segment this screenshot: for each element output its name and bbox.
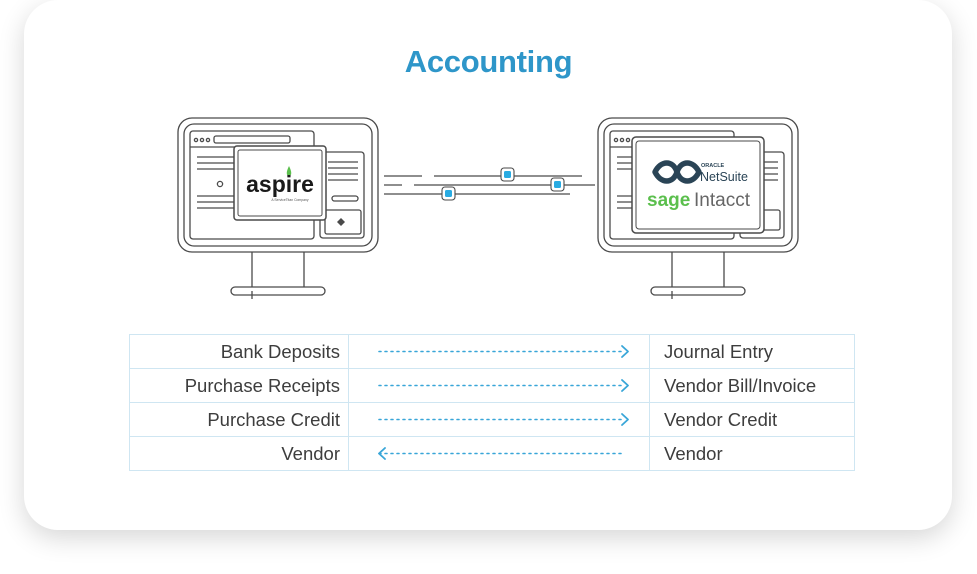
sync-node-icon — [441, 186, 456, 201]
mapping-row: Vendor Vendor — [129, 436, 855, 471]
source-record: Purchase Credit — [129, 402, 349, 437]
sync-node-icon — [500, 167, 515, 182]
mapping-row: Bank Deposits Journal Entry — [129, 334, 855, 369]
arrow-right-icon — [621, 379, 629, 392]
svg-text:aspire: aspire — [246, 171, 314, 197]
sync-direction — [348, 368, 650, 403]
arrow-right-icon — [621, 345, 629, 358]
oracle-ring-icon — [652, 160, 702, 184]
arrow-right-icon — [621, 413, 629, 426]
connector-nodes — [441, 167, 565, 201]
sync-node-icon — [550, 177, 565, 192]
mapping-row: Purchase Receipts Vendor Bill/Invoice — [129, 368, 855, 403]
target-record: Vendor — [649, 436, 855, 471]
target-record: Vendor Credit — [649, 402, 855, 437]
gear-icon — [216, 180, 224, 188]
sync-direction — [348, 334, 650, 369]
source-record: Bank Deposits — [129, 334, 349, 369]
target-record: Journal Entry — [649, 334, 855, 369]
sync-illustration: aspire A ServiceTitan Company — [177, 117, 799, 299]
diagram-title: Accounting — [404, 44, 573, 79]
svg-text:sage: sage — [647, 190, 690, 211]
sync-direction — [348, 402, 650, 437]
target-record: Vendor Bill/Invoice — [649, 368, 855, 403]
svg-text:ORACLE: ORACLE — [701, 163, 725, 169]
arrow-left-icon — [378, 447, 386, 460]
svg-text:Intacct: Intacct — [694, 190, 751, 211]
svg-text:NetSuite: NetSuite — [700, 170, 748, 184]
sync-direction — [348, 436, 650, 471]
svg-text:A ServiceTitan Company: A ServiceTitan Company — [271, 198, 308, 202]
netsuite-sage-logo-card: ORACLE NetSuite sage Intacct — [631, 136, 765, 234]
source-record: Vendor — [129, 436, 349, 471]
source-record: Purchase Receipts — [129, 368, 349, 403]
leaf-icon — [286, 166, 292, 177]
aspire-logo-card: aspire A ServiceTitan Company — [233, 145, 327, 221]
mapping-row: Purchase Credit Vendor Credit — [129, 402, 855, 437]
